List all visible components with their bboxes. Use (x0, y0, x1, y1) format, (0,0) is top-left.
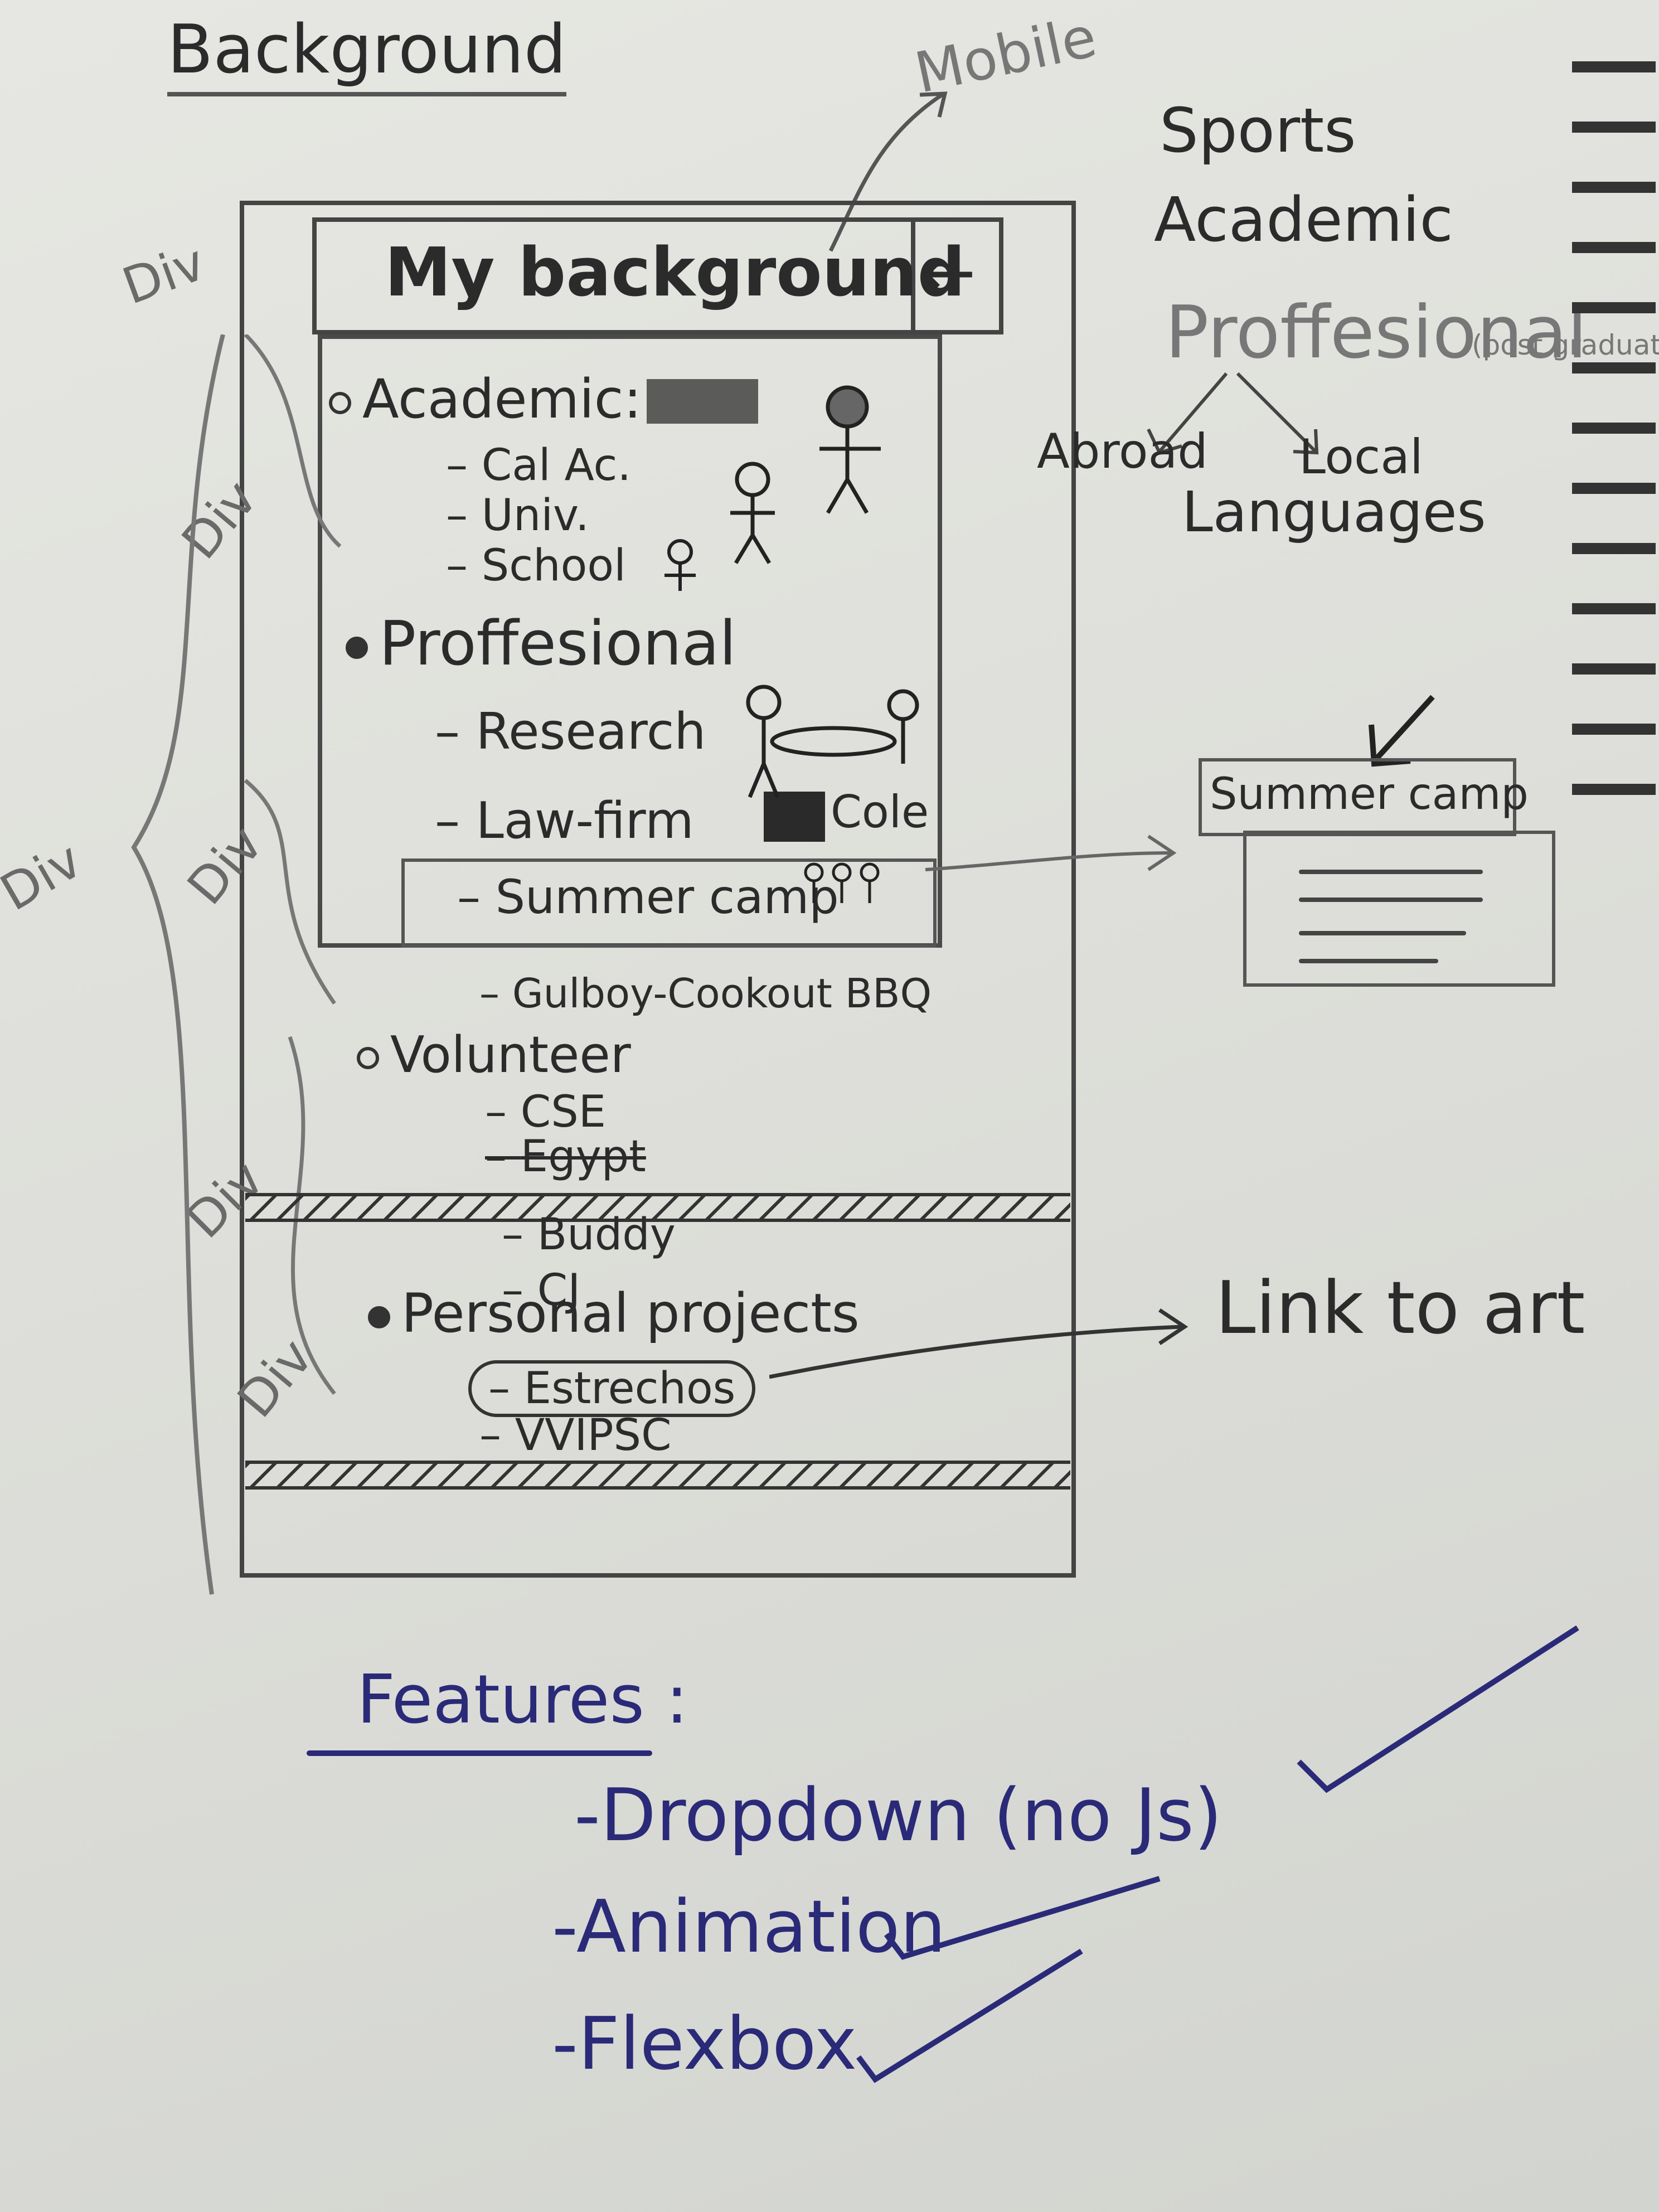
stick-figures-icon (647, 379, 881, 591)
bullet-icon (346, 636, 368, 659)
section-academic[interactable]: Academic: (329, 368, 642, 430)
page-title: Background (167, 11, 566, 96)
list-item[interactable]: – CSE (485, 1087, 607, 1137)
section-volunteer[interactable]: Volunteer (357, 1026, 631, 1084)
split-arrows-icon (1147, 372, 1319, 455)
header-bar (312, 217, 1003, 334)
checkmark-icon (856, 1948, 1083, 2083)
div-brace-icon (131, 334, 342, 1595)
mobile-frame (240, 201, 1076, 1578)
feature-dropdown: -Dropdown (no Js) (574, 1773, 1223, 1857)
list-item[interactable]: – Research (435, 702, 706, 761)
header-separator (911, 222, 915, 330)
checkmark-icon (884, 1876, 1161, 1960)
section-label: Volunteer (390, 1026, 631, 1084)
section-proffesional[interactable]: Proffesional (346, 608, 736, 679)
bullet-icon (357, 1047, 379, 1070)
category-academic: Academic (1154, 184, 1453, 255)
list-item[interactable]: – CJ (502, 1265, 581, 1316)
section-divider-hatch (245, 1193, 1070, 1222)
summer-camp-content-sketch (1243, 831, 1555, 987)
binding-rings-icon (1572, 22, 1656, 814)
section-personal-projects[interactable]: Personal projects (368, 1282, 860, 1345)
list-item[interactable]: – Estrechos (468, 1360, 756, 1417)
category-proffesional: Proffesional (1165, 290, 1588, 375)
div-label: Div (0, 831, 91, 923)
section-label: Personal projects (401, 1282, 860, 1345)
link-to-art-note: Link to art (1215, 1265, 1585, 1350)
section-label: Proffesional (379, 608, 736, 679)
bullet-icon (329, 391, 351, 414)
list-item[interactable]: – Summer camp (457, 870, 839, 924)
text-line (1299, 931, 1466, 935)
summer-camp-sketch-label: Summer camp (1210, 769, 1529, 819)
list-item[interactable]: – Gulboy-Cookout BBQ (479, 970, 932, 1017)
list-item[interactable]: – Cal Ac. (446, 440, 632, 491)
text-line (1299, 898, 1483, 902)
features-heading: Features : (357, 1661, 688, 1739)
back-arrow-icon[interactable]: ← (920, 234, 976, 312)
section-label: Academic: (362, 368, 642, 430)
feature-flexbox: -Flexbox (552, 2001, 857, 2086)
abroad-note: Abroad (1037, 424, 1208, 479)
logo-icon (764, 792, 825, 842)
section-divider-hatch (245, 1461, 1070, 1490)
cole-label: Cole (831, 786, 929, 838)
features-underline (307, 1750, 652, 1756)
list-item[interactable]: – Egypt (485, 1132, 646, 1182)
research-figures-icon (746, 685, 919, 903)
list-item[interactable]: – Buddy (502, 1210, 676, 1260)
text-line (1299, 870, 1483, 874)
mobile-arrow-icon (828, 91, 948, 252)
bullet-icon (368, 1306, 390, 1328)
list-item[interactable]: – School (446, 541, 626, 591)
local-note: Local (1299, 429, 1423, 485)
header-title: My background (385, 234, 966, 312)
div-label: Div (115, 232, 213, 317)
summer-camp-header-sketch (1199, 758, 1516, 836)
checkmark-icon (1297, 1625, 1579, 1793)
pointer-arrow-icon (1369, 695, 1435, 767)
list-item[interactable]: – Univ. (446, 491, 589, 541)
list-item[interactable]: – Law-firm (435, 792, 694, 850)
summer-camp-row[interactable] (401, 858, 937, 948)
languages-note: Languages (1182, 479, 1486, 545)
list-item[interactable]: – VVIPSC (479, 1410, 672, 1461)
link-arrow-icon (769, 1308, 1189, 1379)
category-sports: Sports (1160, 95, 1356, 166)
feature-animation: -Animation (552, 1884, 946, 1969)
text-line (1299, 959, 1438, 963)
summer-camp-arrow-icon (925, 835, 1177, 871)
